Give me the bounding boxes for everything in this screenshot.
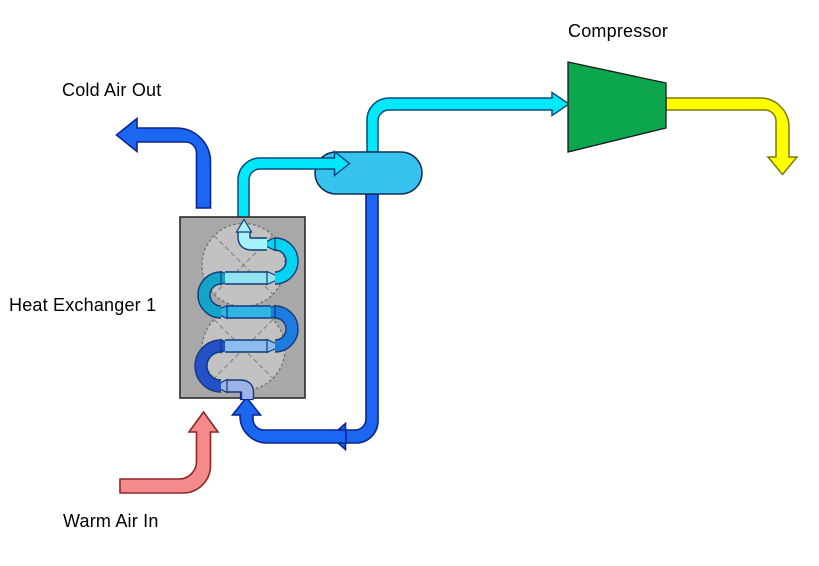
cold-air-out-label: Cold Air Out	[62, 80, 162, 100]
flow-arrowhead	[235, 218, 253, 233]
flow-arrowhead	[266, 338, 283, 354]
cold-air-out-arrow	[115, 116, 212, 209]
hx-flow-segment-3	[225, 338, 283, 354]
return-to-exchanger-pipe	[230, 396, 347, 444]
tank-return-pipe	[329, 193, 379, 452]
hx-flow-segment-5	[212, 304, 272, 320]
rotor-cross-lines	[213, 235, 274, 295]
hx-flow-segment-9	[235, 218, 268, 245]
exchanger-to-tank-pipe	[237, 149, 351, 219]
hx-flow-segment-7	[225, 270, 283, 286]
flow-arrowhead	[266, 270, 283, 286]
compressor-outlet-arrow	[665, 97, 799, 176]
tank-to-compressor-pipe	[366, 91, 571, 153]
compressor-symbol	[567, 61, 667, 153]
warm-air-in-arrow	[119, 410, 220, 494]
heat-exchanger-label: Heat Exchanger 1	[9, 295, 157, 315]
flow-arrowhead	[260, 236, 276, 252]
compressor-label: Compressor	[568, 21, 669, 41]
hx-flow-segment-8	[260, 236, 293, 279]
warm-air-in-label: Warm Air In	[63, 511, 159, 531]
